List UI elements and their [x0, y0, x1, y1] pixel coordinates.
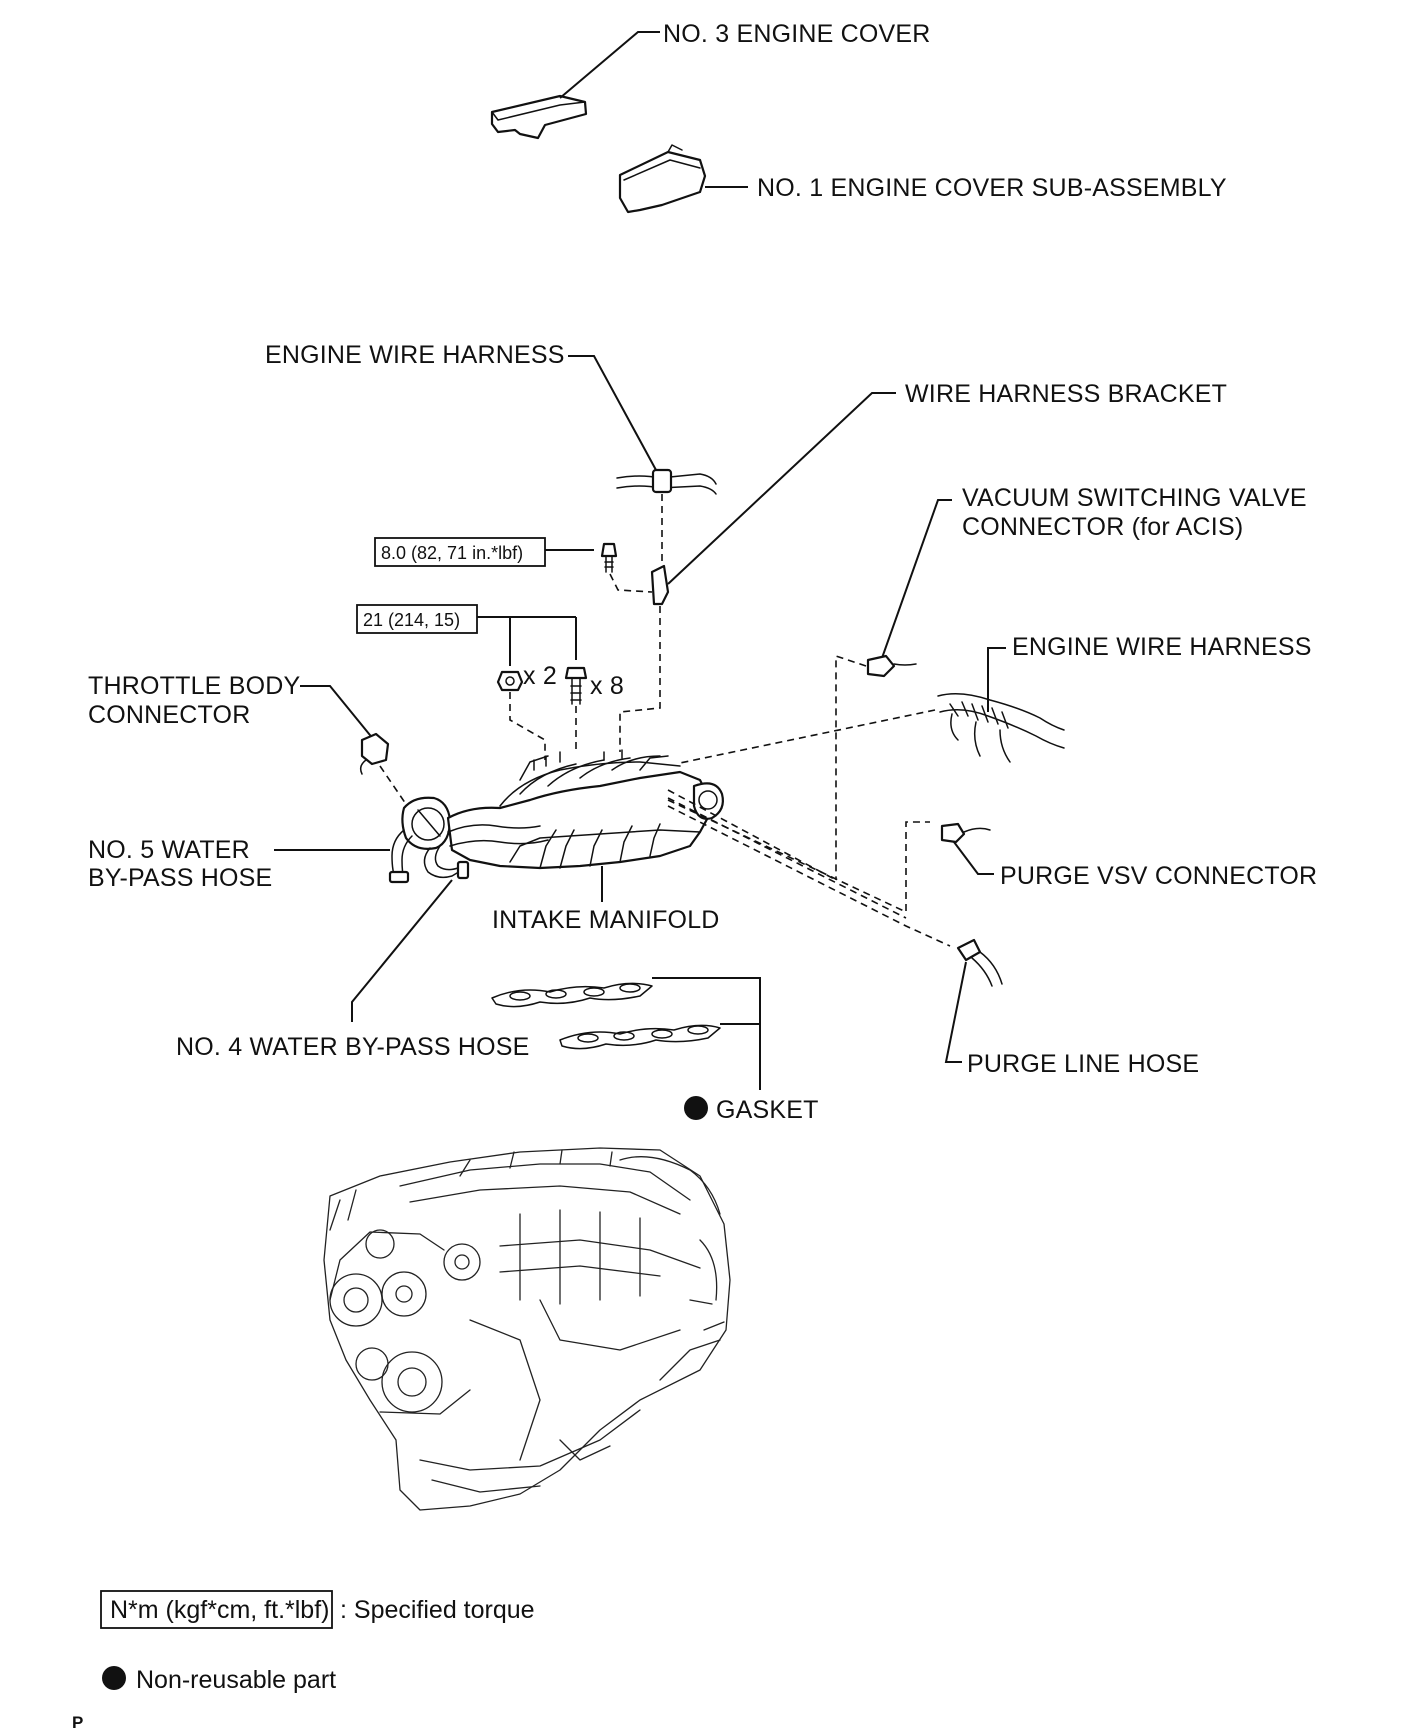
bracket-bolt-torque-box	[374, 537, 546, 567]
engine-locator-illustration	[323, 1147, 731, 1511]
wire-harness-bracket-part	[650, 564, 670, 606]
engine-wire-harness-right-label: ENGINE WIRE HARNESS	[1012, 633, 1312, 661]
bracket-bolt-part	[600, 542, 618, 573]
purge-line-hose-part	[956, 938, 1003, 987]
manifold-to-purge-dash-1	[667, 789, 837, 881]
manifold-to-purge-vsv-dash	[667, 799, 930, 914]
nut-quantity: x 2	[523, 662, 557, 690]
vsv-connector-label-line1: VACUUM SWITCHING VALVE	[962, 484, 1307, 512]
throttle-body-connector-leader	[300, 685, 375, 741]
bracket-bolt-torque-text: 8.0 (82, 71 in.*lbf)	[381, 543, 523, 563]
no5-water-bypass-hose-part	[388, 829, 413, 884]
manifold-to-purge-dash-3	[667, 805, 951, 947]
gasket-non-reusable-dot	[684, 1096, 708, 1120]
vsv-connector-dash	[835, 654, 867, 880]
harness-right-dash	[679, 709, 936, 764]
vsv-connector-label-line2: CONNECTOR (for ACIS)	[962, 513, 1243, 541]
legend-torque-box	[100, 1590, 333, 1629]
purge-vsv-connector-label: PURGE VSV CONNECTOR	[1000, 862, 1317, 890]
no4-hose-label: NO. 4 WATER BY-PASS HOSE	[176, 1033, 530, 1061]
engine-wire-harness-top-label: ENGINE WIRE HARNESS	[265, 341, 565, 369]
nut-to-manifold-dash	[509, 692, 546, 760]
vsv-connector-part	[866, 654, 917, 678]
throttle-connector-dash	[379, 765, 411, 811]
purge-line-hose-leader	[944, 961, 967, 1063]
throttle-body-connector-label-line2: CONNECTOR	[88, 701, 250, 729]
throttle-body-connector-label-line1: THROTTLE BODY	[88, 672, 300, 700]
no5-hose-label-line2: BY-PASS HOSE	[88, 864, 272, 892]
no4-water-bypass-hose-part	[423, 845, 470, 880]
legend-torque-unit: N*m (kgf*cm, ft.*lbf)	[110, 1596, 329, 1624]
purge-line-hose-label: PURGE LINE HOSE	[967, 1050, 1199, 1078]
no3-engine-cover-label: NO. 3 ENGINE COVER	[663, 20, 931, 48]
no3-engine-cover-part	[490, 94, 588, 140]
engine-wire-harness-right-leader	[987, 647, 1006, 712]
engine-wire-harness-top-leader	[568, 355, 657, 471]
bracket-to-manifold-dash	[619, 606, 661, 752]
vsv-connector-leader	[881, 499, 952, 659]
bolt-quantity: x 8	[590, 672, 624, 700]
throttle-body-connector-part	[359, 732, 390, 775]
no1-engine-cover-part	[618, 144, 707, 214]
legend-torque-text: : Specified torque	[340, 1596, 535, 1624]
engine-wire-harness-right-part	[937, 693, 1065, 763]
gasket-leader	[652, 977, 761, 1090]
wire-harness-bracket-leader	[667, 392, 896, 585]
no3-engine-cover-leader	[559, 31, 660, 99]
corner-mark: P	[72, 1713, 83, 1732]
manifold-bolt-part	[564, 666, 588, 705]
gasket-upper-part	[491, 982, 653, 1008]
engine-wire-harness-top-part	[616, 468, 717, 495]
no5-hose-label-line1: NO. 5 WATER	[88, 836, 250, 864]
gasket-label: GASKET	[716, 1096, 819, 1124]
wire-harness-bracket-label: WIRE HARNESS BRACKET	[905, 380, 1227, 408]
manifold-torque-box	[356, 604, 478, 634]
bolt-to-bracket-dash	[609, 573, 653, 593]
manifold-torque-leader	[477, 616, 577, 666]
no1-engine-cover-label: NO. 1 ENGINE COVER SUB-ASSEMBLY	[757, 174, 1227, 202]
legend-non-reusable-text: Non-reusable part	[136, 1666, 336, 1694]
manifold-to-purge-dash-2	[667, 797, 907, 919]
manifold-torque-text: 21 (214, 15)	[363, 610, 460, 630]
manifold-nut-part	[496, 670, 524, 692]
purge-vsv-connector-leader	[953, 841, 994, 875]
intake-manifold-part	[401, 749, 724, 870]
purge-vsv-connector-part	[940, 822, 991, 844]
gasket-lower-part	[559, 1024, 721, 1050]
no4-hose-leader	[351, 879, 453, 1022]
legend-non-reusable-dot	[102, 1666, 126, 1690]
intake-manifold-label: INTAKE MANIFOLD	[492, 906, 720, 934]
